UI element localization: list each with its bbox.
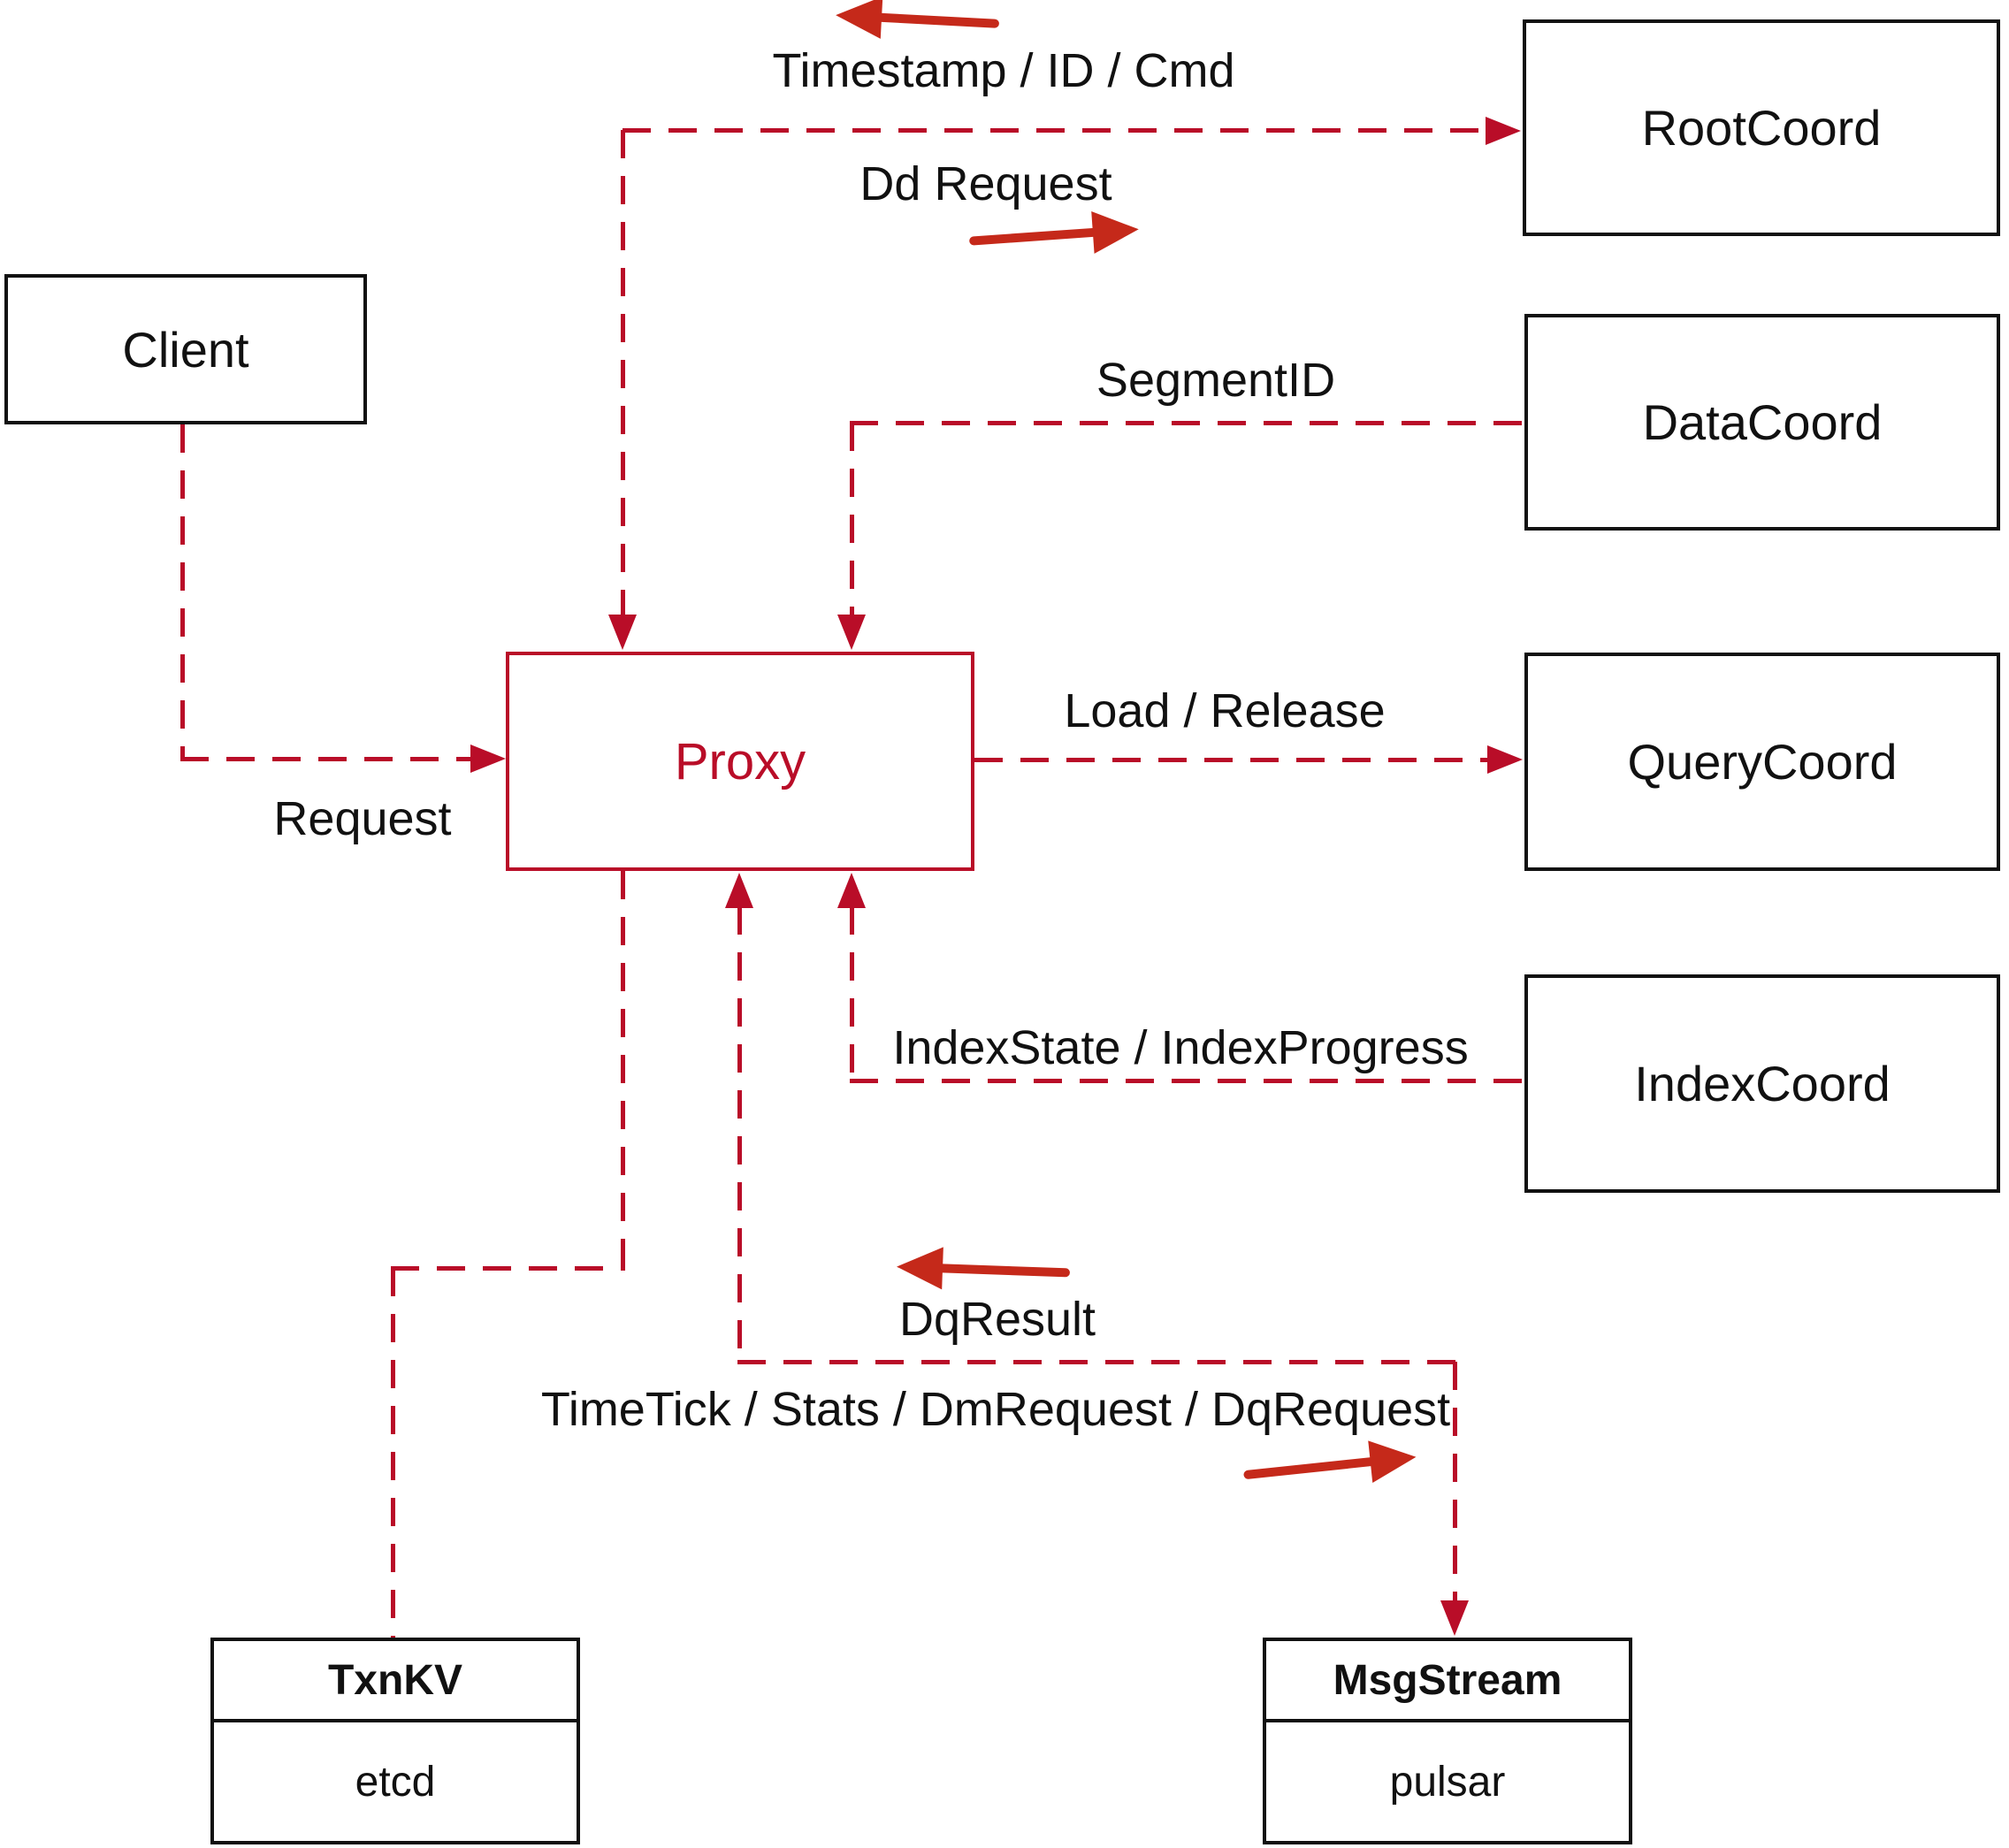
proxy-node: Proxy <box>506 652 974 871</box>
edge-proxy-msgstream-horizontal <box>737 1360 1457 1364</box>
edge-proxy-querycoord-horizontal <box>974 758 1487 762</box>
msgstream-node-title: MsgStream <box>1266 1641 1629 1722</box>
edge-client-proxy-vertical <box>180 424 185 759</box>
querycoord-node-label: QueryCoord <box>1627 734 1898 790</box>
arrowhead-into-proxy-top-left-icon <box>608 615 637 650</box>
arrowhead-into-proxy-top-right-icon <box>837 615 866 650</box>
edge-proxy-txnkv-horizontal <box>391 1266 625 1271</box>
edge-proxy-rootcoord-horizontal <box>623 128 1486 133</box>
txnkv-node-title: TxnKV <box>214 1641 577 1722</box>
edge-proxy-txnkv-vertical-2 <box>391 1268 395 1638</box>
edge-datacoord-proxy-vertical <box>850 423 854 619</box>
datacoord-node: DataCoord <box>1524 314 2000 531</box>
edge-label-time-tick: TimeTick / Stats / DmRequest / DqRequest <box>540 1383 1451 1436</box>
msgstream-node-impl: pulsar <box>1266 1722 1629 1841</box>
rootcoord-node: RootCoord <box>1523 19 2000 236</box>
client-node: Client <box>4 274 367 424</box>
indexcoord-node: IndexCoord <box>1524 974 2000 1193</box>
rootcoord-node-label: RootCoord <box>1641 100 1882 156</box>
edge-proxy-txnkv-vertical-1 <box>621 871 625 1271</box>
datacoord-node-label: DataCoord <box>1642 394 1883 450</box>
direction-arrow-dqresult-icon <box>896 1245 1071 1290</box>
edge-indexcoord-proxy-horizontal <box>850 1079 1524 1083</box>
edge-client-proxy-horizontal <box>180 757 470 761</box>
arrowhead-into-msgstream-icon <box>1440 1600 1469 1636</box>
edge-proxy-msgstream-vertical-2 <box>1453 1362 1457 1602</box>
arrowhead-into-proxy-left-icon <box>470 745 506 773</box>
direction-arrow-timestamp-icon <box>834 0 1000 40</box>
direction-arrow-timetick-icon <box>1242 1435 1418 1491</box>
edge-label-timestamp: Timestamp / ID / Cmd <box>772 44 1235 97</box>
msgstream-title-label: MsgStream <box>1333 1656 1562 1704</box>
edge-label-request: Request <box>273 792 452 845</box>
txnkv-title-label: TxnKV <box>327 1656 462 1704</box>
edge-proxy-rootcoord-vertical <box>621 130 625 619</box>
querycoord-node: QueryCoord <box>1524 653 2000 871</box>
arrowhead-into-proxy-bottom-left-icon <box>725 873 753 908</box>
arrowhead-into-querycoord-icon <box>1487 745 1523 774</box>
indexcoord-node-label: IndexCoord <box>1634 1056 1891 1111</box>
arrowhead-into-proxy-bottom-right-icon <box>837 873 866 908</box>
edge-label-dd-request: Dd Request <box>859 157 1112 210</box>
edge-datacoord-proxy-horizontal <box>850 421 1524 425</box>
txnkv-node: TxnKV etcd <box>210 1638 580 1844</box>
edge-indexcoord-proxy-vertical <box>850 906 854 1083</box>
proxy-node-label: Proxy <box>674 732 806 790</box>
client-node-label: Client <box>122 321 249 378</box>
msgstream-impl-label: pulsar <box>1389 1758 1506 1806</box>
edge-label-segment-id: SegmentID <box>1096 354 1336 407</box>
arrowhead-into-rootcoord-icon <box>1486 117 1521 145</box>
edge-label-load-release: Load / Release <box>1064 684 1386 737</box>
direction-arrow-dd-request-icon <box>968 208 1141 256</box>
edge-proxy-msgstream-vertical-1 <box>737 906 742 1360</box>
txnkv-node-impl: etcd <box>214 1722 577 1841</box>
edge-label-index-state: IndexState / IndexProgress <box>892 1021 1469 1074</box>
edge-label-dq-result: DqResult <box>898 1293 1096 1346</box>
txnkv-impl-label: etcd <box>355 1758 436 1806</box>
msgstream-node: MsgStream pulsar <box>1263 1638 1632 1844</box>
